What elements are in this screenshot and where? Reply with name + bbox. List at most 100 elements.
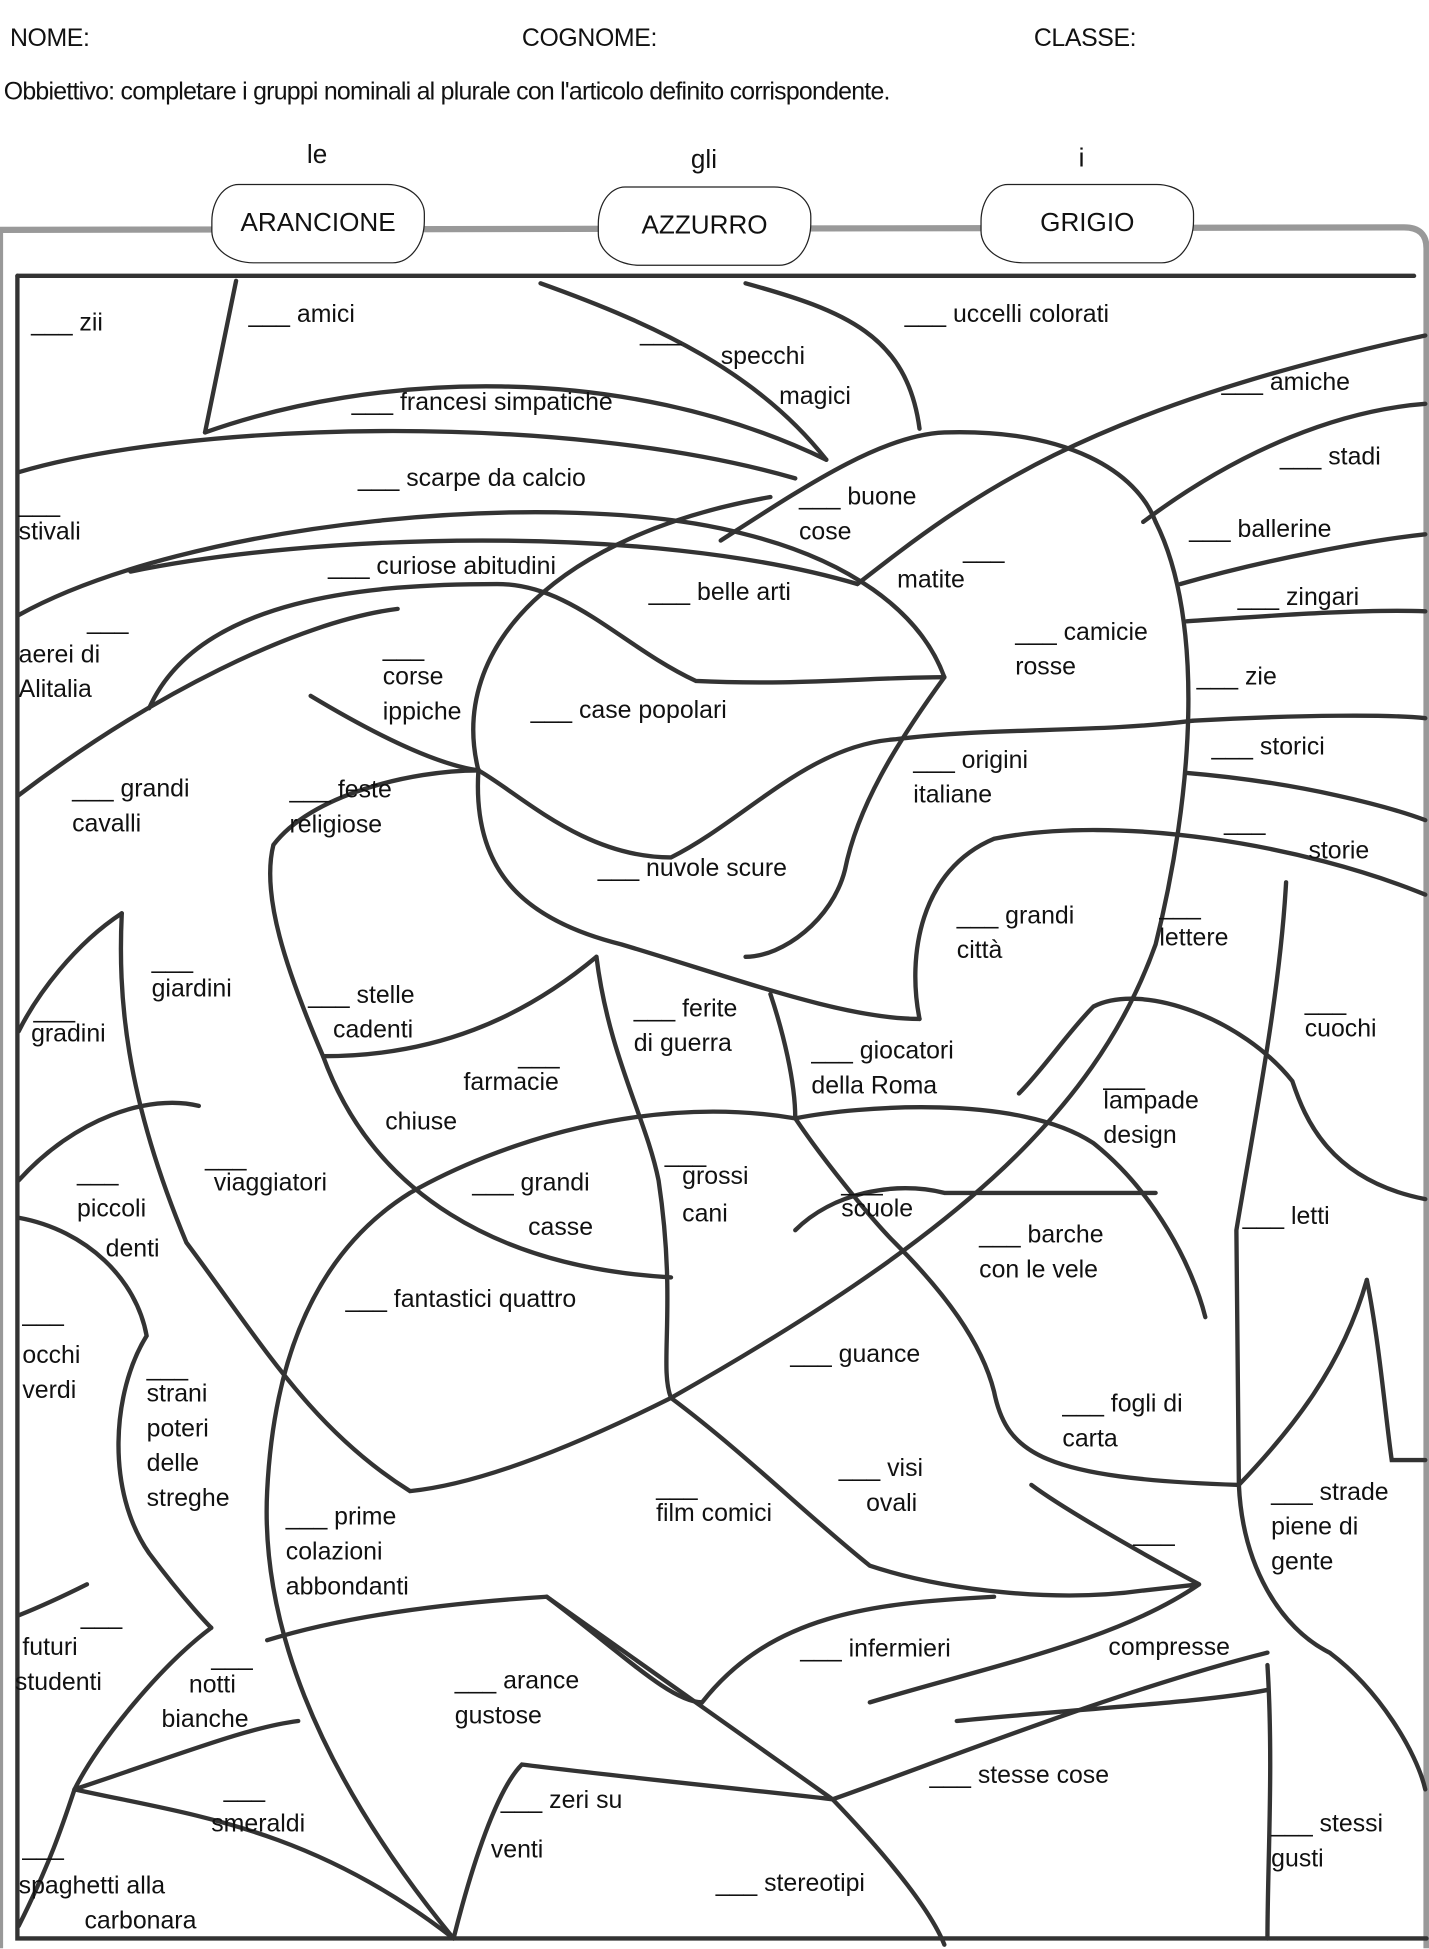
answer-blank: ___ (664, 1140, 707, 1169)
region-text: ___ strade (1271, 1478, 1389, 1507)
region-text: denti (105, 1235, 160, 1263)
region-text: film comici (656, 1499, 773, 1528)
region-text: ___ curiose abitudini (328, 552, 557, 581)
region-text: ___ stesse cose (929, 1762, 1110, 1790)
answer-blank: ___ (656, 1473, 698, 1502)
region-text: design (1103, 1122, 1177, 1150)
region-text: farmacie (463, 1068, 559, 1096)
region-text: spaghetti alla (18, 1872, 166, 1900)
region-text: ___ letti (1242, 1202, 1330, 1231)
color-key-azzurro: AZZURRO (597, 186, 812, 266)
region-text: ___ buone (798, 483, 917, 511)
region-text: stivali (18, 518, 81, 546)
region-text: ___ camicie (1015, 618, 1148, 647)
answer-blank: ___ (1133, 1519, 1175, 1548)
region-text: cose (798, 518, 852, 546)
region-text: gustose (454, 1702, 542, 1730)
color-name: AZZURRO (641, 211, 768, 240)
region-text: ___ belle arti (648, 579, 791, 607)
region-text: smeraldi (211, 1810, 306, 1838)
region-text: specchi (720, 342, 805, 371)
answer-blank: ___ (382, 634, 425, 663)
region-text: ___ zie (1196, 663, 1277, 691)
region-text: ___ nuvole scure (597, 854, 787, 883)
article-i: i (1078, 144, 1085, 173)
region-text: di guerra (633, 1030, 732, 1058)
region-text: studenti (14, 1668, 102, 1697)
region-text: cadenti (333, 1016, 414, 1044)
region-text: città (956, 936, 1003, 965)
region-text: verdi (22, 1376, 77, 1405)
region-text: viaggiatori (213, 1169, 328, 1197)
region-text: ___ grandi (956, 902, 1075, 930)
region-text: Alitalia (18, 675, 92, 704)
region-text: chiuse (385, 1108, 458, 1136)
region-text: occhi (22, 1342, 81, 1370)
answer-blank: ___ (1103, 1063, 1145, 1092)
region-text: magici (779, 382, 851, 411)
outer-frame (0, 224, 1429, 1949)
region-text: ___ ferite (633, 995, 738, 1023)
region-text: della Roma (811, 1072, 938, 1100)
objective: Obbiettivo: completare i gruppi nominali… (3, 78, 891, 107)
color-name: GRIGIO (1040, 208, 1135, 238)
answer-blank: ___ (841, 1169, 883, 1197)
answer-blank: ___ (22, 1299, 64, 1328)
answer-blank: ___ (1304, 989, 1347, 1017)
region-text: ___ storici (1211, 733, 1325, 761)
region-text: ___ ballerine (1189, 515, 1332, 544)
surname-label: COGNOME: (521, 24, 657, 53)
region-text: ___ francesi simpatiche (351, 388, 613, 417)
region-text: lettere (1159, 924, 1229, 952)
region-text: ovali (866, 1489, 918, 1518)
region-text: aerei di (18, 641, 101, 669)
region-text: italiane (913, 781, 993, 809)
answer-blank: ___ (639, 319, 682, 347)
region-text: piene di (1271, 1513, 1359, 1541)
region-text: venti (490, 1836, 544, 1864)
region-text: gradini (31, 1020, 106, 1048)
region-text: ___ infermieri (800, 1635, 951, 1663)
region-text: ___ stessi (1271, 1810, 1384, 1838)
color-key-grigio: GRIGIO (980, 183, 1195, 264)
region-text: streghe (146, 1484, 230, 1513)
class-label: CLASSE: (1033, 24, 1137, 53)
answer-blank: ___ (22, 1834, 64, 1862)
region-text: ___ stereotipi (715, 1870, 865, 1898)
region-text: ippiche (382, 698, 462, 726)
region-text: rosse (1015, 653, 1076, 681)
region-text: ___ zeri su (500, 1786, 623, 1815)
answer-blank: ___ (1223, 808, 1266, 837)
region-text: ___ stadi (1279, 443, 1381, 471)
region-text: abbondanti (285, 1573, 409, 1601)
answer-blank: ___ (146, 1354, 189, 1382)
region-text: cuochi (1304, 1015, 1377, 1043)
region-text: ___ origini (913, 746, 1028, 775)
region-text: ___ grandi (72, 775, 190, 803)
region-text: ___ amici (248, 300, 355, 329)
region-text: lampade (1103, 1087, 1199, 1115)
region-text: ___ scarpe da calcio (357, 464, 586, 493)
region-borders (15, 273, 1429, 1947)
region-text: futuri (22, 1634, 78, 1662)
region-text: delle (146, 1450, 200, 1478)
region-text: notti (188, 1671, 236, 1699)
region-text: scuole (841, 1195, 914, 1223)
answer-blank: ___ (151, 946, 194, 975)
answer-blank: ___ (963, 536, 1005, 565)
region-text: gusti (1271, 1845, 1324, 1873)
objective-text: completare i gruppi nominali al plurale … (120, 78, 891, 106)
region-text: ___ stelle (308, 981, 415, 1009)
region-text: con le vele (979, 1256, 1098, 1284)
color-name: ARANCIONE (240, 208, 396, 238)
region-text: ___ feste (289, 776, 392, 804)
region-text: ___ amiche (1221, 369, 1350, 397)
region-text: ___ prime (285, 1503, 397, 1531)
objective-label: Obbiettivo: (3, 78, 115, 106)
region-text: ___ guance (790, 1340, 921, 1369)
region-text: religiose (289, 811, 383, 839)
answer-blank: ___ (86, 607, 129, 635)
answer-blank: ___ (33, 996, 76, 1024)
